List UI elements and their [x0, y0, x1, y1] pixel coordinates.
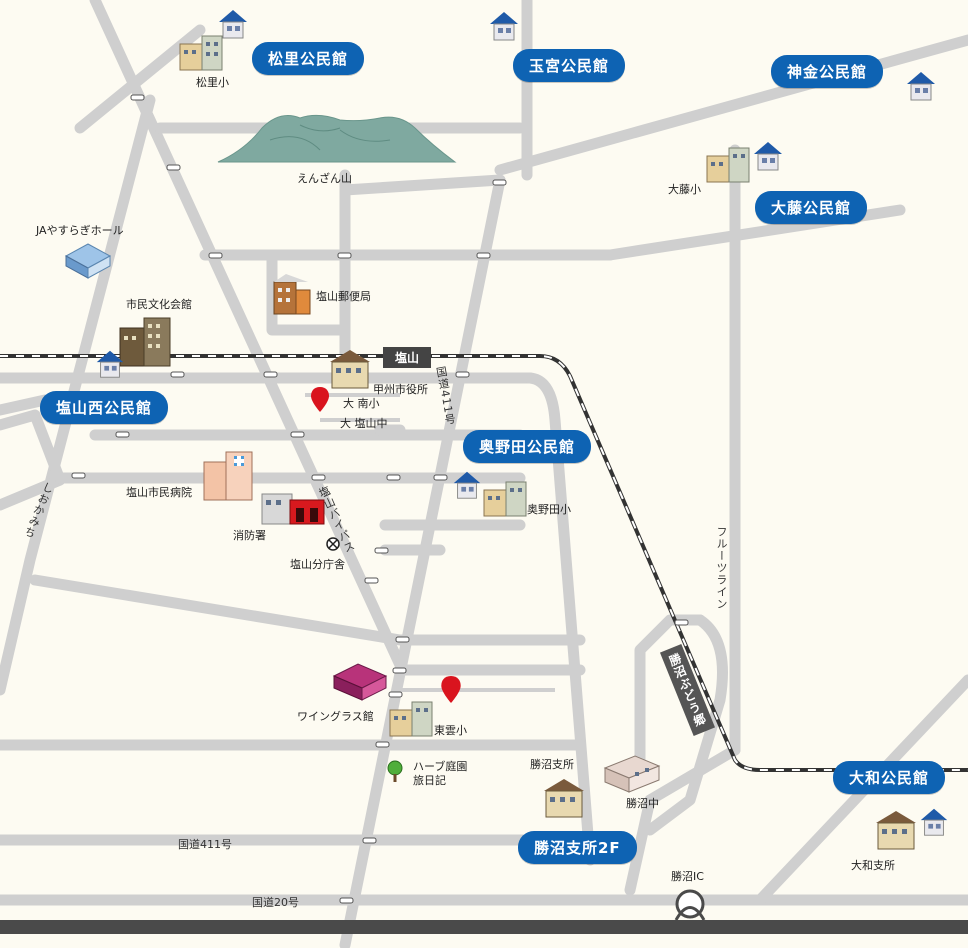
label-fire-station: 消防署	[233, 529, 266, 542]
label-katsunuma-branch: 勝沼支所	[530, 758, 574, 771]
callout-okunota-hall[interactable]: 奥野田公民館	[463, 430, 592, 463]
label-fruit-line: フルーツライン	[715, 526, 728, 610]
road-markers	[71, 94, 689, 904]
location-pin-icon	[311, 387, 329, 412]
hall-building-icon	[64, 243, 112, 279]
label-hospital: 塩山市民病院	[126, 486, 192, 499]
school-building-icon	[389, 701, 433, 737]
label-enzan-jhs: 大 塩山中	[340, 417, 388, 430]
label-shinonome-school: 東雲小	[434, 724, 467, 737]
community-hall-icon	[907, 72, 935, 101]
city-hall-icon	[330, 350, 370, 389]
community-hall-icon	[219, 10, 247, 39]
hospital-icon	[203, 451, 253, 501]
label-matsusato-school: 松里小	[196, 76, 229, 89]
label-okunota-school: 奥野田小	[527, 503, 571, 516]
label-city-hall: 甲州市役所	[373, 383, 428, 396]
railway	[0, 354, 968, 772]
callout-matsusato-hall[interactable]: 松里公民館	[252, 42, 365, 75]
label-enzan-mountain: えんざん山	[297, 172, 352, 185]
callout-enzan-nishi-hall[interactable]: 塩山西公民館	[40, 391, 169, 424]
wine-glass-hall-icon	[332, 663, 388, 701]
community-hall-icon	[453, 471, 481, 499]
branch-office-icon	[544, 779, 584, 818]
post-office-icon	[273, 274, 311, 315]
tree-icon	[387, 760, 403, 782]
callout-ofuji-hall[interactable]: 大藤公民館	[755, 191, 868, 224]
label-ofuji-school: 大藤小	[668, 183, 701, 196]
label-wine-glass-hall: ワイングラス館	[297, 710, 374, 723]
school-building-icon	[706, 147, 750, 183]
label-cultural-hall: 市民文化会館	[126, 298, 192, 311]
location-pin-icon	[441, 676, 461, 703]
fire-station-icon	[261, 493, 325, 525]
callout-kanegane-hall[interactable]: 神金公民館	[771, 55, 884, 88]
school-building-icon	[603, 755, 661, 793]
school-building-icon	[483, 481, 527, 517]
label-route-20: 国道20号	[252, 896, 299, 909]
callout-tamamiya-hall[interactable]: 玉宮公民館	[513, 49, 626, 82]
interchange	[674, 889, 706, 921]
school-building-icon	[179, 35, 223, 71]
station-enzan[interactable]: 塩山	[383, 347, 432, 368]
label-katsunuma-jhs: 勝沼中	[626, 797, 659, 810]
label-post-office: 塩山郵便局	[316, 290, 371, 303]
community-hall-icon	[490, 12, 518, 41]
mountain-icon	[217, 114, 457, 163]
callout-katsunuma-branch[interactable]: 勝沼支所2F	[518, 831, 637, 864]
label-yamato-branch: 大和支所	[851, 859, 895, 872]
label-tabi-nikki: 旅日記	[413, 774, 446, 787]
government-office-icon	[326, 537, 340, 551]
callout-yamato-hall[interactable]: 大和公民館	[833, 761, 946, 794]
community-hall-icon	[96, 350, 124, 378]
community-hall-icon	[920, 808, 948, 836]
label-herb-garden: ハーブ庭園	[413, 760, 468, 773]
label-ja-hall: JAやすらぎホール	[36, 224, 124, 237]
cultural-hall-icon	[119, 317, 171, 367]
label-branch-government-office: 塩山分庁舎	[290, 558, 345, 571]
expressway	[0, 920, 968, 934]
label-katsunuma-ic: 勝沼IC	[671, 870, 704, 883]
label-route-411: 国道411号	[178, 838, 232, 851]
branch-office-icon	[876, 811, 916, 850]
label-minami-school: 大 南小	[343, 397, 380, 410]
community-hall-icon	[754, 142, 782, 171]
